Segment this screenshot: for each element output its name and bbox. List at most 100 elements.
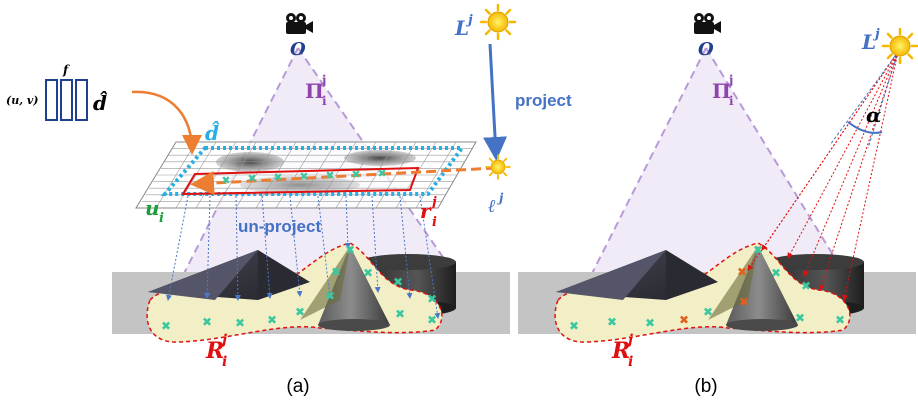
svg-text:✖: ✖ — [295, 305, 305, 319]
feature-f-label: f — [62, 63, 70, 77]
svg-text:j: j — [219, 332, 227, 348]
ell-label: ℓ j — [488, 191, 504, 217]
unproject-label: un-project — [238, 217, 321, 236]
svg-text:✖: ✖ — [607, 315, 617, 329]
svg-text:✖: ✖ — [161, 319, 171, 333]
svg-text:j: j — [625, 332, 633, 348]
svg-text:j: j — [465, 13, 473, 28]
svg-text:✖: ✖ — [427, 313, 437, 327]
svg-text:R: R — [611, 338, 630, 364]
svg-text:✖: ✖ — [235, 316, 245, 330]
svg-text:Π: Π — [712, 79, 731, 103]
light-label-b: L j — [861, 27, 880, 54]
svg-text:✖: ✖ — [377, 167, 386, 180]
svg-text:r: r — [420, 199, 432, 223]
R-label: R i j — [205, 332, 227, 370]
surface-sample-markers-b: ✖ ✖ ✖ ✖ ✖ ✖ ✖ ✖ ✖ ✖ ✖ ✖ — [569, 243, 845, 333]
svg-text:✖: ✖ — [345, 243, 355, 257]
cone-object — [300, 246, 390, 331]
svg-text:i: i — [432, 215, 437, 230]
svg-text:u: u — [145, 196, 160, 220]
svg-text:✖: ✖ — [273, 171, 282, 184]
svg-text:✖: ✖ — [737, 265, 747, 279]
caption-a: (a) — [286, 376, 309, 397]
svg-text:j: j — [728, 73, 733, 87]
svg-text:j: j — [497, 191, 504, 205]
r-label: r i j — [420, 195, 437, 230]
svg-text:✖: ✖ — [351, 168, 360, 181]
svg-text:i: i — [322, 94, 327, 108]
svg-text:✖: ✖ — [427, 292, 437, 306]
cone-object-b — [708, 246, 798, 331]
alpha-ray-1 — [829, 51, 899, 146]
light-ray-orange — [190, 166, 497, 196]
panel-a: ✖ ✖ ✖ ✖ ✖ ✖ ✖ ✖ ✖ ✖ ✖ ✖ ✖ — [6, 3, 572, 397]
frustum-label-b: Π i j — [712, 73, 734, 108]
svg-text:i: i — [729, 94, 734, 108]
alpha-ray-2 — [867, 51, 899, 149]
light-label: L j — [454, 13, 473, 40]
sun-icon-b — [881, 27, 918, 65]
panel-b: ✖ ✖ ✖ ✖ ✖ ✖ ✖ ✖ ✖ ✖ ✖ ✖ O L j Π i j α R — [518, 13, 918, 397]
dhat-boundary — [160, 146, 466, 196]
svg-text:✖: ✖ — [363, 266, 373, 280]
svg-text:✖: ✖ — [795, 311, 805, 325]
svg-text:✖: ✖ — [221, 174, 230, 187]
pyramid-object-b — [556, 250, 718, 300]
projected-light-icon — [485, 154, 511, 180]
svg-text:i: i — [159, 211, 164, 226]
svg-text:✖: ✖ — [569, 319, 579, 333]
sun-icon — [479, 3, 517, 41]
svg-text:L: L — [454, 16, 469, 40]
svg-text:✖: ✖ — [395, 307, 405, 321]
svg-text:R: R — [205, 338, 224, 364]
svg-text:j: j — [429, 195, 437, 210]
svg-text:✖: ✖ — [247, 172, 256, 185]
project-label: project — [515, 91, 572, 110]
pyramid-object — [148, 250, 310, 300]
grid-sample-markers: ✖ ✖ ✖ ✖ ✖ ✖ ✖ — [221, 167, 386, 187]
svg-text:i: i — [628, 354, 633, 370]
light-rays-b — [747, 51, 899, 301]
alpha-arc — [847, 121, 883, 134]
R-label-b: R i j — [611, 332, 633, 370]
camera-icon — [286, 13, 313, 34]
svg-text:✖: ✖ — [325, 169, 334, 182]
svg-text:i: i — [222, 354, 227, 370]
camera-label-b: O — [698, 39, 714, 60]
project-arrow — [483, 43, 508, 161]
frustum-label: Π i j — [305, 73, 327, 108]
unproject-rays — [165, 195, 441, 319]
svg-text:✖: ✖ — [331, 265, 341, 279]
svg-text:✖: ✖ — [771, 266, 781, 280]
svg-text:✖: ✖ — [801, 279, 811, 293]
grid-dhat-label: d̂ — [205, 119, 220, 145]
svg-text:L: L — [861, 30, 876, 54]
svg-text:✖: ✖ — [202, 315, 212, 329]
svg-text:Π: Π — [305, 79, 324, 103]
frustum-edge-right-b — [705, 47, 877, 326]
svg-text:j: j — [872, 27, 880, 42]
ray-region-outline — [181, 166, 420, 196]
feature-arrow — [131, 90, 202, 155]
svg-text:✖: ✖ — [645, 316, 655, 330]
alpha-label: α — [866, 103, 881, 127]
camera-label: O — [290, 39, 306, 60]
feature-uv-label: (u, v) — [6, 94, 38, 107]
svg-text:j: j — [321, 73, 326, 87]
feature-dhat-label: d̂ — [93, 89, 108, 115]
caption-b: (b) — [694, 376, 717, 397]
surface-sample-markers: ✖ ✖ ✖ ✖ ✖ ✖ ✖ ✖ ✖ ✖ ✖ ✖ ✖ — [161, 243, 437, 333]
svg-text:✖: ✖ — [703, 305, 713, 319]
svg-text:✖: ✖ — [267, 313, 277, 327]
svg-text:✖: ✖ — [393, 275, 403, 289]
svg-text:ℓ: ℓ — [488, 196, 496, 217]
camera-icon-b — [694, 13, 721, 34]
svg-text:✖: ✖ — [299, 170, 308, 183]
u-label: u i — [145, 196, 164, 226]
feature-vector-block — [45, 79, 88, 121]
svg-text:✖: ✖ — [325, 289, 335, 303]
svg-text:✖: ✖ — [679, 313, 689, 327]
svg-text:✖: ✖ — [835, 313, 845, 327]
